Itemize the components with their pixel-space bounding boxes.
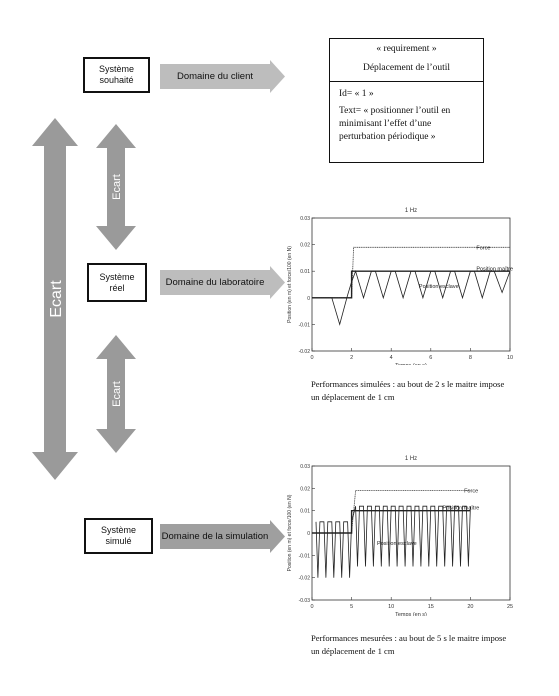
- simulation-domain-arrow: Domaine de la simulation: [160, 520, 285, 553]
- chart2-title: 1 Hz: [405, 456, 417, 462]
- requirement-box: « requirement » Déplacement de l’outil I…: [329, 38, 484, 163]
- chart1-annotation: Position maître: [476, 267, 513, 273]
- chart2-x-tick-label: 5: [350, 604, 353, 610]
- laboratory-domain-label: Domaine du laboratoire: [165, 277, 265, 288]
- upper-gap-label: Ecart: [111, 174, 123, 200]
- chart2-annotation: Position maître: [443, 505, 480, 511]
- chart2-x-tick-label: 25: [507, 604, 513, 610]
- chart2-y-tick-label: -0.02: [299, 576, 311, 582]
- chart1-title: 1 Hz: [405, 208, 417, 214]
- chart-simulated-performance: 1 Hz 0 2 4 6 8 10 -0.02 -0.01 0 0.01 0.02 0.03Temps …: [287, 208, 513, 365]
- chart1-annotation: Force: [476, 245, 490, 251]
- system-reel-box: Système réel: [87, 263, 147, 302]
- chart2-series-3-line: [315, 505, 471, 578]
- system-simule-box: Système simulé: [84, 518, 153, 554]
- client-domain-label: Domaine du client: [176, 71, 254, 82]
- chart1-x-tick-label: 10: [507, 355, 513, 361]
- chart1-x-tick-label: 0: [310, 355, 313, 361]
- chart2-y-tick-label: 0.02: [300, 486, 310, 492]
- chart1-y-tick-label: -0.02: [299, 349, 311, 355]
- chart1-x-tick-label: 4: [390, 355, 393, 361]
- chart2-y-tick-label: 0.03: [300, 464, 310, 470]
- chart2-annotation: Force: [464, 489, 478, 495]
- chart1-x-tick-label: 8: [469, 355, 472, 361]
- requirement-name: Déplacement de l’outil: [362, 63, 451, 73]
- chart1-x-tick-label: 2: [350, 355, 353, 361]
- main-gap-label: Ecart: [48, 280, 65, 318]
- upper-gap-arrow: Ecart: [96, 124, 136, 250]
- client-domain-arrow: Domaine du client: [160, 60, 285, 93]
- chart2-x-tick-label: 20: [467, 604, 473, 610]
- chart2-y-tick-label: -0.01: [299, 553, 311, 559]
- chart1-plot-area: [311, 217, 511, 352]
- chart2-y-tick-label: 0.01: [300, 509, 310, 515]
- chart2-x-tick-label: 10: [388, 604, 394, 610]
- chart2-series-1-line: [312, 490, 471, 534]
- requirement-stereotype: « requirement »: [376, 44, 437, 54]
- chart2-caption: Performances mesurées : au bout de 5 s l…: [311, 633, 507, 656]
- chart1-y-tick-label: 0.03: [300, 216, 310, 222]
- system-souhaite-box: Système souhaité: [83, 57, 150, 93]
- chart2-y-axis-label: Position (en m) et force/100 (en N): [287, 494, 293, 571]
- chart1-x-tick-label: 6: [429, 355, 432, 361]
- chart1-caption: Performances simulées : au bout de 2 s l…: [311, 379, 505, 402]
- lower-gap-label: Ecart: [111, 381, 123, 407]
- chart2-y-tick-label: 0: [307, 531, 310, 537]
- chart1-x-axis-label: Temps (en s): [395, 363, 427, 365]
- simulation-domain-label: Domaine de la simulation: [161, 531, 269, 542]
- chart2-annotation: Position esclave: [377, 541, 417, 547]
- requirement-text: Text= « positionner l’outil en minimisan…: [339, 106, 451, 142]
- chart1-y-tick-label: 0: [307, 296, 310, 302]
- chart1-annotation: Position esclave: [419, 284, 459, 290]
- requirement-id: Id= « 1 »: [339, 89, 374, 99]
- chart1-series-1-line: [312, 246, 510, 299]
- chart2-y-tick-label: -0.03: [299, 598, 311, 604]
- chart2-x-tick-label: 15: [428, 604, 434, 610]
- lower-gap-arrow: Ecart: [96, 335, 136, 453]
- chart1-y-axis-label: Position (en m) et force/100 (en N): [287, 246, 293, 323]
- chart1-y-tick-label: 0.02: [300, 243, 310, 249]
- laboratory-domain-arrow: Domaine du laboratoire: [160, 266, 285, 299]
- chart2-x-tick-label: 0: [310, 604, 313, 610]
- chart1-series-3-line: [312, 269, 511, 326]
- chart1-y-tick-label: -0.01: [299, 322, 311, 328]
- chart2-x-axis-label: Temps (en s): [395, 612, 427, 616]
- main-gap-arrow: Ecart: [32, 118, 78, 480]
- chart1-y-tick-label: 0.01: [300, 269, 310, 275]
- chart-measured-performance: 1 Hz 0 5 10 15 20 25 -0.03 -0.02 -0.01 0 0.01 0.02 0.…: [287, 456, 513, 616]
